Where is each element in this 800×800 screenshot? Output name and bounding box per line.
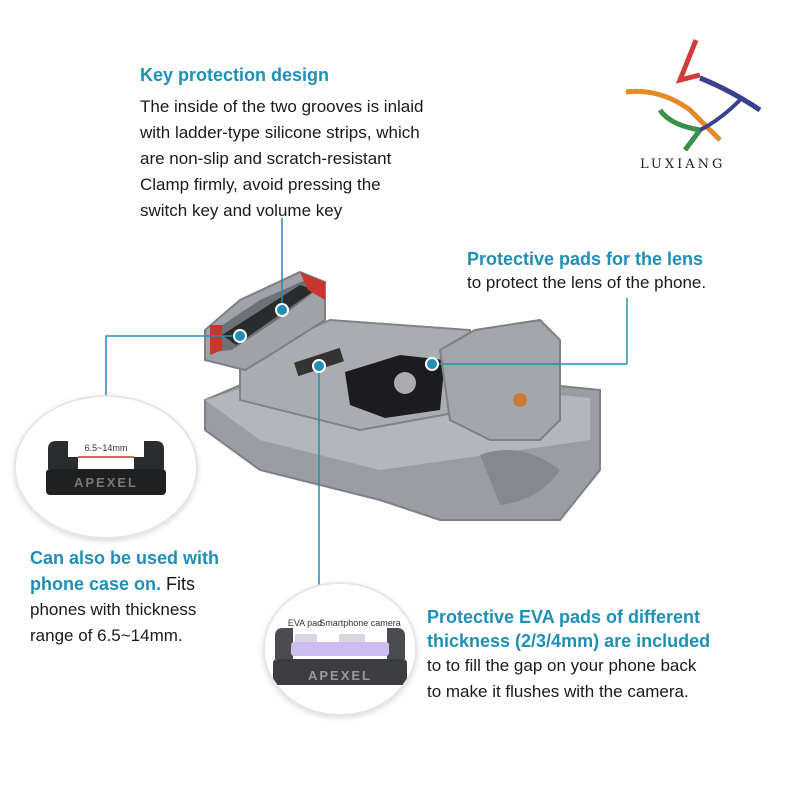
eva-pads-line-1: to to fill the gap on your phone back xyxy=(427,656,697,675)
phone-case-line-2: range of 6.5~14mm. xyxy=(30,626,183,645)
phone-case-line-1: phones with thickness xyxy=(30,600,197,619)
eva-pads-text: Protective EVA pads of different thickne… xyxy=(427,605,710,705)
logo-wordmark: LUXIANG xyxy=(640,157,726,172)
phone-case-heading-line-2: phone case on. xyxy=(30,574,162,594)
key-protection-line-4: Clamp firmly, avoid pressing the xyxy=(140,175,381,194)
key-protection-title: Key protection design xyxy=(140,65,330,85)
eva-pad-inset: APEXEL EVA pad Smartphone camera xyxy=(263,582,417,716)
eva-pads-title-line-1: Protective EVA pads of different xyxy=(427,607,701,627)
key-protection-line-5: switch key and volume key xyxy=(140,201,343,220)
phone-case-text: Can also be used with phone case on. Fit… xyxy=(30,545,219,649)
apexel-brand-text: APEXEL xyxy=(74,475,138,490)
thickness-range-inset: APEXEL 6.5~14mm xyxy=(14,395,198,539)
lens-pads-title: Protective pads for the lens xyxy=(467,249,704,269)
key-protection-body: The inside of the two grooves is inlaid … xyxy=(140,94,424,224)
lens-pads-body: to protect the lens of the phone. xyxy=(467,273,707,292)
eva-pads-title-line-2: thickness (2/3/4mm) are included xyxy=(427,631,711,651)
apexel-brand-text-2: APEXEL xyxy=(308,668,372,683)
eva-pads-line-2: to make it flushes with the camera. xyxy=(427,682,689,701)
clamp-side-view-icon: APEXEL 6.5~14mm xyxy=(16,397,196,537)
clamp-with-phone-icon: APEXEL EVA pad Smartphone camera xyxy=(265,584,415,714)
key-protection-line-3: are non-slip and scratch-resistant xyxy=(140,149,392,168)
key-protection-line-1: The inside of the two grooves is inlaid xyxy=(140,97,424,116)
phone-case-heading-line-1: Can also be used with xyxy=(30,548,220,568)
range-label: 6.5~14mm xyxy=(85,443,128,453)
camera-label: Smartphone camera xyxy=(319,618,401,628)
key-protection-line-2: with ladder-type silicone strips, which xyxy=(140,123,420,142)
phone-case-inline: Fits xyxy=(166,574,196,594)
eva-pad-label: EVA pad xyxy=(288,618,322,628)
